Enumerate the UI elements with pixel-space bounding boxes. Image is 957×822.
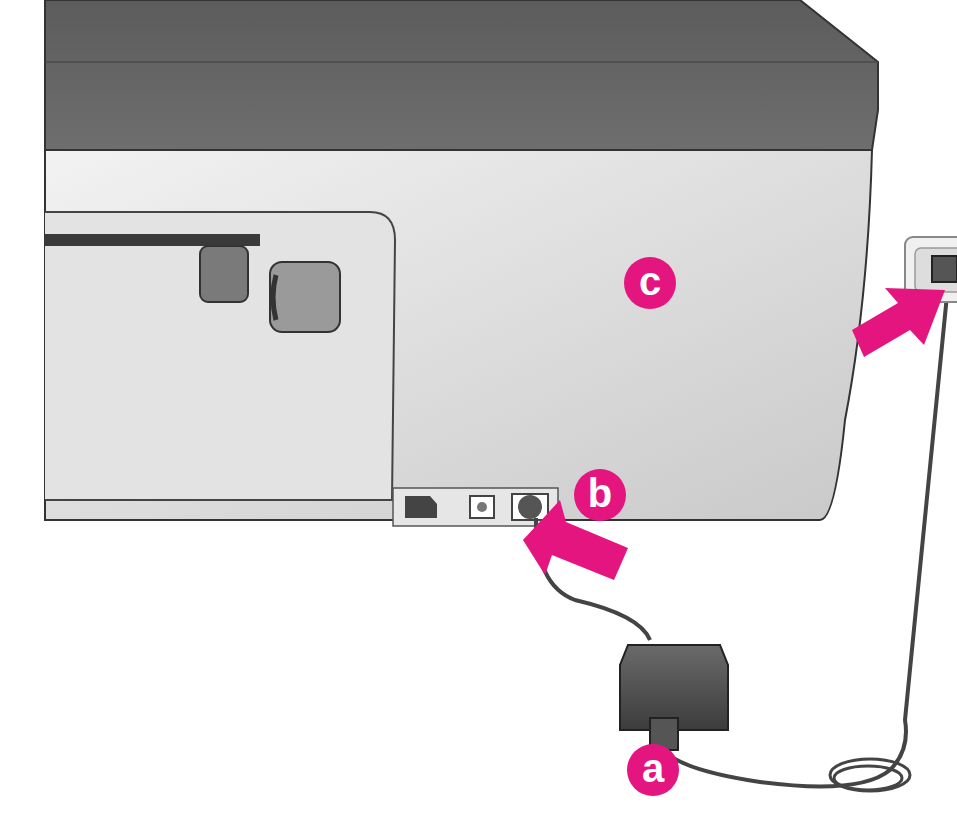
callout-letter: b — [574, 469, 626, 521]
pointer-arrow — [852, 288, 945, 357]
port-panel — [393, 488, 558, 526]
callout-letter: c — [624, 257, 676, 309]
rear-door — [45, 212, 395, 500]
callout-letter: a — [627, 744, 679, 796]
power-cord — [664, 285, 948, 786]
printer-lid — [45, 0, 878, 150]
printer-body — [45, 150, 872, 520]
